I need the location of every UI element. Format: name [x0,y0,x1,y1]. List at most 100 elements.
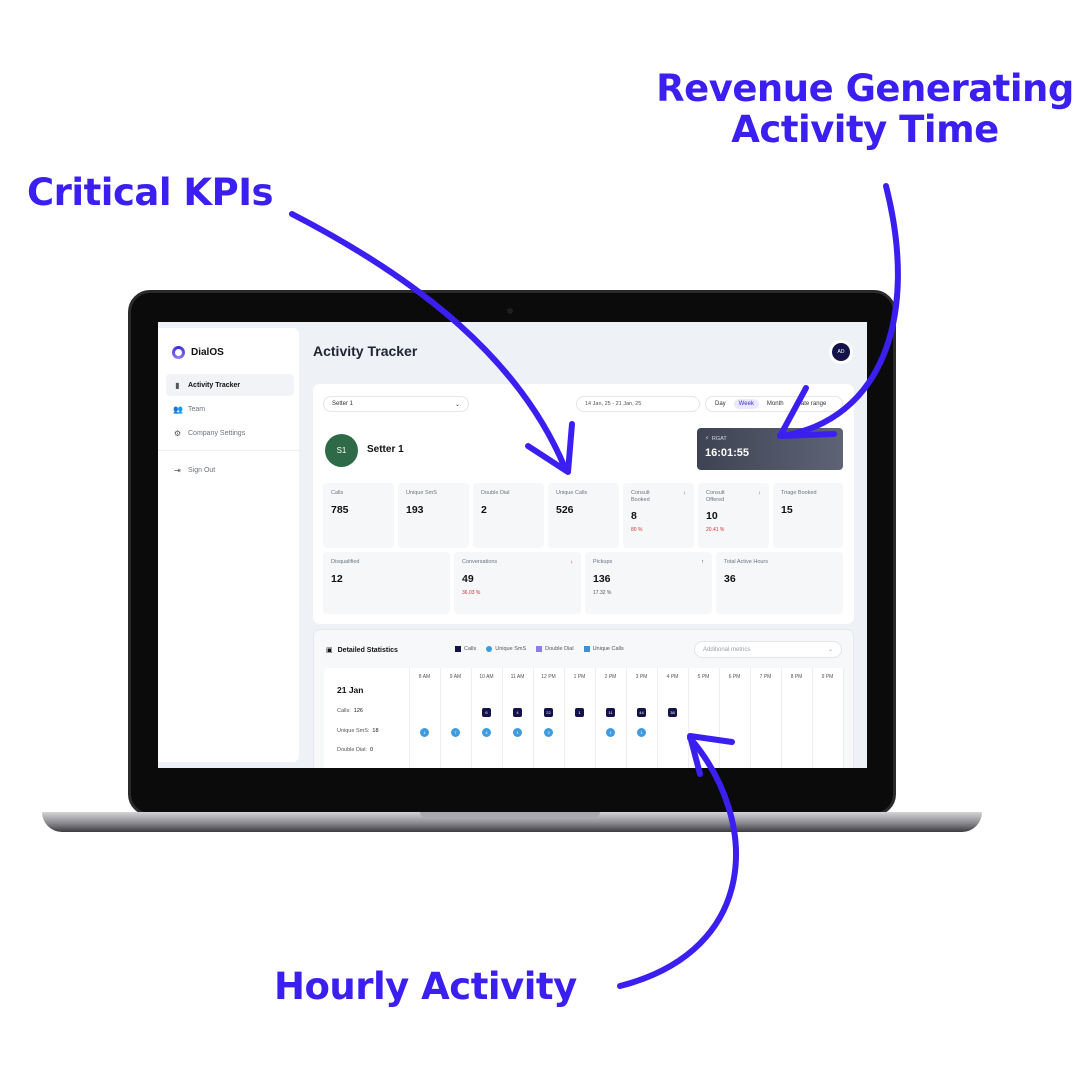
hour-label: 8 PM [790,674,803,680]
brand: DialOS [172,346,224,359]
legend-swatch [583,646,590,652]
sign-out-icon: ⇥ [174,465,181,475]
sidebar-item-team[interactable]: 👥 Team [166,398,294,420]
arrow-up-icon: ↑ [701,559,704,565]
sms-marker[interactable]: 1 [513,728,522,737]
calls-marker[interactable]: 11 [606,708,615,717]
kpi-label: Unique Calls [556,490,611,497]
additional-metrics-select[interactable]: Additional metrics ⌄ [694,641,842,658]
app-screen: DialOS ▮ Activity Tracker 👥 Team ⚙ Compa… [158,322,867,768]
rgat-value: 16:01:55 [705,447,750,459]
kpi-card: Setter 1 ⌄ 14 Jan, 25 - 21 Jan, 25 Day W… [313,384,854,624]
kpi-label: Total Active Hours [724,559,835,566]
rgat-label-row: ⚡ RGAT [705,436,835,442]
kpi-triage-booked: Triage Booked 15 [773,483,843,548]
gear-icon: ⚙ [173,428,182,438]
kpi-label-text: Consult Booked [631,490,650,503]
legend-calls: Calls [455,646,476,652]
row-label-text: Calls: [337,708,351,714]
sms-marker[interactable]: 1 [606,728,615,737]
date-range-picker[interactable]: 14 Jan, 25 - 21 Jan, 25 [576,396,700,412]
row-label-sms: Unique SmS:18 [337,728,379,734]
kpi-percent: 36.03 % [462,589,481,596]
period-toggle: Day Week Month Date range [705,396,843,412]
hour-label: 3 PM [635,674,648,680]
stats-legend: Calls Unique SmS Double Dial Unique Call… [455,646,624,652]
period-week[interactable]: Week [733,399,759,409]
chevron-down-icon: ⌄ [454,401,460,408]
row-label-text: Unique SmS: [337,728,370,734]
sms-marker[interactable]: 3 [544,728,553,737]
laptop-notch [420,812,600,818]
setter-select-value: Setter 1 [332,401,354,407]
kpi-value: 15 [781,503,793,516]
hour-label: 10 AM [479,674,494,680]
period-day[interactable]: Day [715,401,726,407]
hour-column: 10 AM 6 4 [471,668,503,768]
brand-name: DialOS [191,347,224,358]
kpi-label-text: Consult Offered [706,490,725,503]
kpi-value: 10 [706,510,718,523]
calls-marker[interactable]: 44 [637,708,646,717]
calls-marker[interactable]: 4 [513,708,522,717]
calls-marker[interactable]: 6 [482,708,491,717]
kpi-value: 12 [331,572,343,585]
hour-column: 9 PM [812,668,844,768]
row-label-calls: Calls:126 [337,708,363,714]
stats-title-text: Detailed Statistics [337,646,398,654]
hour-column: 11 AM 4 1 [502,668,534,768]
sms-marker[interactable]: 1 [420,728,429,737]
calls-marker[interactable]: 1 [575,708,584,717]
arrow-down-icon: ↓ [570,559,573,565]
stats-title: ▣ Detailed Statistics [326,646,398,655]
rgat-label: RGAT [711,436,727,442]
row-label-double-dial: Double Dial:0 [337,747,373,753]
rgat-panel: ⚡ RGAT 16:01:55 [697,428,843,470]
day-label: 21 Jan [337,685,364,695]
sms-marker[interactable]: 1 [637,728,646,737]
kpi-value: 785 [331,503,349,516]
kpi-label: Unique SmS [406,490,461,497]
calls-marker[interactable]: 38 [668,708,677,717]
hour-label: 7 PM [759,674,772,680]
setter-name: Setter 1 [367,444,404,455]
kpi-consult-offered: Consult Offered↓ 10 20.41 % [698,483,769,548]
kpi-disqualified: Disqualified 12 [323,552,450,614]
hour-label: 5 PM [697,674,710,680]
hour-column: 3 PM 44 1 [626,668,658,768]
period-month[interactable]: Month [766,401,784,407]
sms-marker[interactable]: 4 [482,728,491,737]
sidebar-item-label: Company Settings [188,429,246,437]
kpi-label-text: Unique Calls [556,490,588,496]
hour-column: 9 AM 7 [440,668,472,768]
arrow-down-icon: ↓ [758,490,761,496]
period-date-range[interactable]: Date range [796,401,827,407]
hour-label: 9 AM [449,674,462,680]
hour-column: 8 PM [781,668,813,768]
legend-swatch [455,646,461,652]
sidebar-item-company-settings[interactable]: ⚙ Company Settings [166,422,294,444]
users-icon: 👥 [173,404,183,414]
day-column: 21 Jan Calls:126 Unique SmS:18 Double Di… [324,668,410,768]
sidebar-item-activity-tracker[interactable]: ▮ Activity Tracker [166,374,294,396]
legend-label: Unique Calls [592,646,624,652]
kpi-value: 193 [406,503,424,516]
kpi-value: 526 [556,503,574,516]
hourly-grid: 21 Jan Calls:126 Unique SmS:18 Double Di… [324,668,844,768]
hour-label: 4 PM [666,674,679,680]
hour-label: 11 AM [510,674,525,680]
user-avatar[interactable]: AD [832,343,850,361]
kpi-value: 136 [593,572,611,585]
setter-select[interactable]: Setter 1 ⌄ [323,396,469,412]
calls-marker[interactable]: 22 [544,708,553,717]
kpi-total-active-hours: Total Active Hours 36 [716,552,843,614]
kpi-consult-booked: Consult Booked↓ 8 80 % [623,483,694,548]
kpi-label-text: Pickups [593,559,613,565]
kpi-value: 36 [724,572,736,585]
sms-marker[interactable]: 7 [451,728,460,737]
hour-label: 2 PM [604,674,617,680]
sidebar-item-sign-out[interactable]: ⇥ Sign Out [166,459,294,481]
kpi-value: 49 [462,572,474,585]
